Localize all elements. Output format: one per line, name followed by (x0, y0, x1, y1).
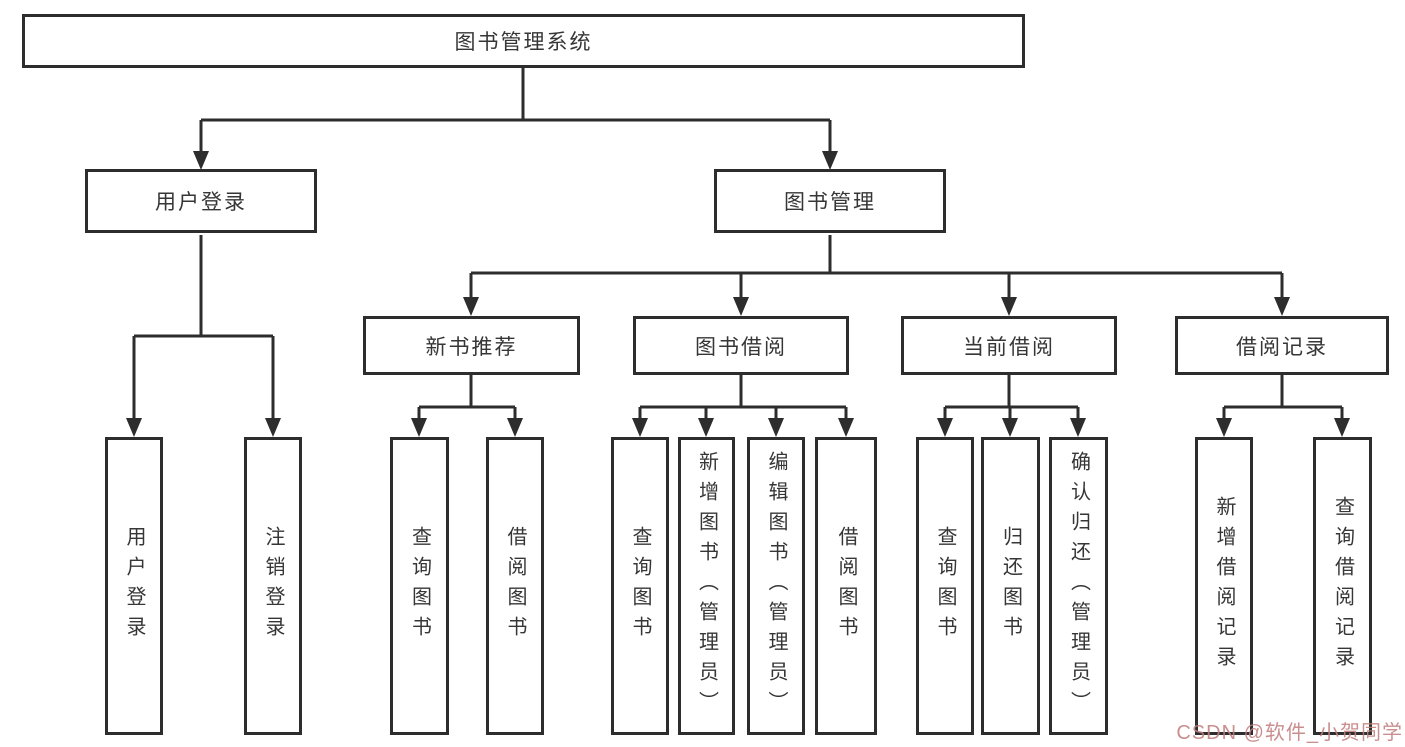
node-current-borrow-label: 当前借阅 (963, 335, 1055, 359)
leaf-user-login-label: 用户登录 (123, 526, 145, 646)
leaf-borrow-books: 借阅图书 (815, 437, 877, 735)
leaf-borrow-books-recommend: 借阅图书 (486, 437, 544, 735)
node-root-system: 图书管理系统 (22, 14, 1025, 68)
leaf-logout-label: 注销登录 (262, 526, 284, 646)
leaf-query-books-borrow-label: 查询图书 (629, 526, 651, 646)
leaf-return-book: 归还图书 (981, 437, 1040, 735)
node-book-borrow-label: 图书借阅 (695, 335, 787, 359)
node-borrow-records: 借阅记录 (1175, 316, 1389, 375)
leaf-return-book-label: 归还图书 (999, 526, 1022, 646)
leaf-edit-book-admin-label: 编辑图书（管理员） (765, 451, 787, 721)
leaf-confirm-return-admin: 确认归还（管理员） (1049, 437, 1108, 735)
leaf-add-book-admin-label: 新增图书（管理员） (695, 451, 718, 721)
leaf-add-book-admin: 新增图书（管理员） (678, 437, 735, 735)
leaf-user-login: 用户登录 (105, 437, 163, 735)
leaf-borrow-books-recommend-label: 借阅图书 (504, 526, 526, 646)
node-user-login-label: 用户登录 (155, 191, 247, 214)
connector-book-borrow-to-leaves (632, 375, 854, 437)
connector-new-book-to-leaves (411, 375, 523, 437)
csdn-watermark: CSDN @软件_小贺同学 (1176, 722, 1403, 744)
leaf-borrow-books-label: 借阅图书 (835, 526, 857, 646)
leaf-query-books-borrow: 查询图书 (611, 437, 669, 735)
connector-current-borrow-to-leaves (937, 375, 1086, 437)
leaf-add-borrow-record: 新增借阅记录 (1195, 437, 1253, 735)
node-new-book-recommend-label: 新书推荐 (425, 335, 518, 359)
node-root-system-label: 图书管理系统 (454, 31, 593, 54)
node-book-borrow: 图书借阅 (633, 316, 849, 375)
connector-root-to-level1 (193, 68, 838, 170)
leaf-query-borrow-record-label: 查询借阅记录 (1331, 496, 1354, 676)
leaf-query-books-current-label: 查询图书 (934, 526, 956, 646)
connector-user-login-to-leaves (126, 235, 281, 437)
node-borrow-records-label: 借阅记录 (1236, 335, 1328, 359)
leaf-query-books-recommend-label: 查询图书 (408, 526, 431, 646)
leaf-query-borrow-record: 查询借阅记录 (1313, 437, 1372, 735)
leaf-add-borrow-record-label: 新增借阅记录 (1213, 496, 1235, 676)
node-user-login: 用户登录 (85, 169, 317, 233)
leaf-confirm-return-admin-label: 确认归还（管理员） (1067, 451, 1090, 721)
connector-borrow-records-to-leaves (1216, 375, 1350, 437)
leaf-edit-book-admin: 编辑图书（管理员） (747, 437, 805, 735)
connector-book-management-to-level2 (463, 235, 1290, 316)
node-book-management-label: 图书管理 (784, 191, 876, 214)
leaf-query-books-recommend: 查询图书 (390, 437, 449, 735)
leaf-logout: 注销登录 (244, 437, 302, 735)
node-new-book-recommend: 新书推荐 (363, 316, 580, 375)
node-book-management: 图书管理 (714, 169, 946, 233)
leaf-query-books-current: 查询图书 (916, 437, 974, 735)
node-current-borrow: 当前借阅 (901, 316, 1117, 375)
